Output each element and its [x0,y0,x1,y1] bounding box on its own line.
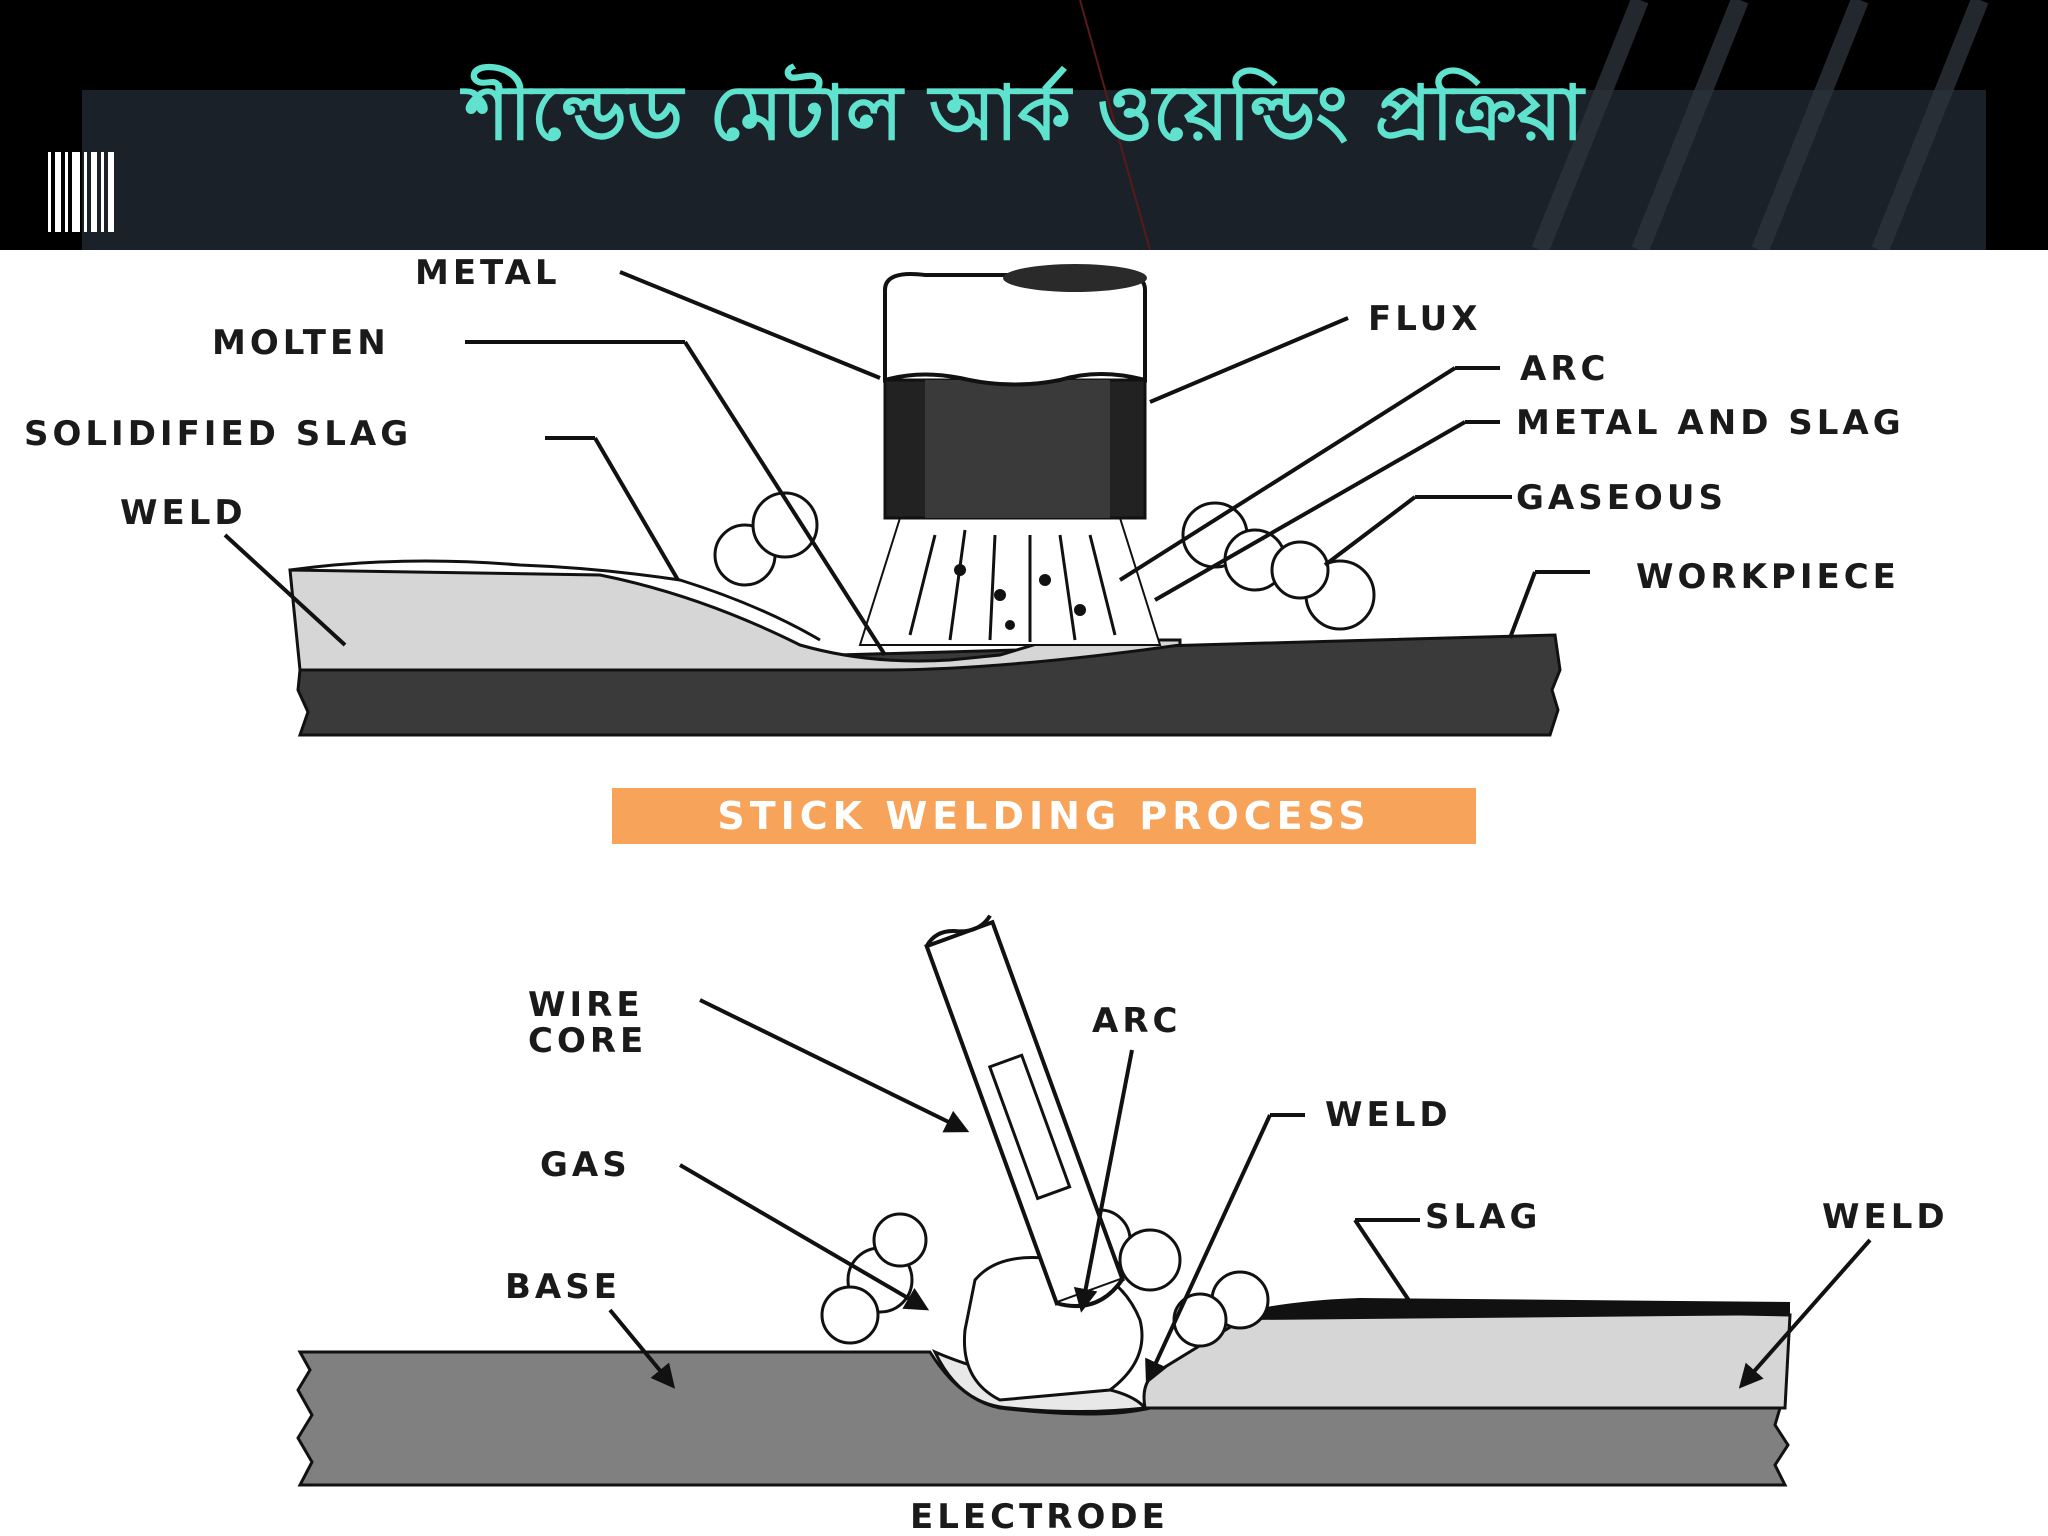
electrode [883,264,1147,520]
barcode-decoration-icon [48,152,114,232]
label-weld: WELD [1325,1095,1452,1135]
label-core: CORE [528,1021,647,1061]
label-solidified-slag: SOLIDIFIED SLAG [24,414,412,454]
electrode-welding-diagram: WIRE CORE GAS BASE ARC WELD SLAG WELD EL… [296,914,1949,1536]
label-weld-right: WELD [1822,1197,1949,1237]
label-metal: METAL [415,253,561,293]
diagram-caption: STICK WELDING PROCESS [717,794,1371,838]
workpiece-base [296,633,1562,737]
caption-box [612,788,1476,844]
label-slag: SLAG [1425,1197,1541,1237]
weld-bead [288,568,1182,672]
label-metal-and-slag: METAL AND SLAG [1516,403,1905,443]
label-wire: WIRE [528,985,644,1025]
label-flux: FLUX [1368,299,1482,339]
stick-welding-diagram: METAL MOLTEN SOLIDIFIED SLAG WELD FLUX A… [24,253,1905,737]
accent-line [1079,0,1151,250]
slide-title: শীল্ডেড মেটাল আর্ক ওয়েল্ডিং প্রক্রিয়া [464,68,1584,157]
label-workpiece: WORKPIECE [1636,557,1900,597]
label-weld: WELD [120,493,247,533]
gas-cloud [713,491,1376,631]
arc-streaks [908,529,1117,642]
label-gas: GAS [540,1145,631,1185]
diagonal-stripes-decoration [1531,0,1989,250]
label-base: BASE [505,1267,621,1307]
label-electrode: ELECTRODE [910,1497,1169,1536]
label-gaseous: GASEOUS [1516,478,1727,518]
slag-surface [289,559,821,642]
leader-lines [608,998,1872,1389]
label-arc: ARC [1520,349,1609,389]
header-decoration [48,0,1989,250]
electrode [924,914,1125,1309]
leader-lines [223,270,1590,657]
metal-droplets [954,564,1086,630]
slag-layer [1250,1298,1790,1320]
label-arc: ARC [1092,1001,1181,1041]
wire-core [987,1053,1072,1201]
label-molten: MOLTEN [212,323,390,363]
